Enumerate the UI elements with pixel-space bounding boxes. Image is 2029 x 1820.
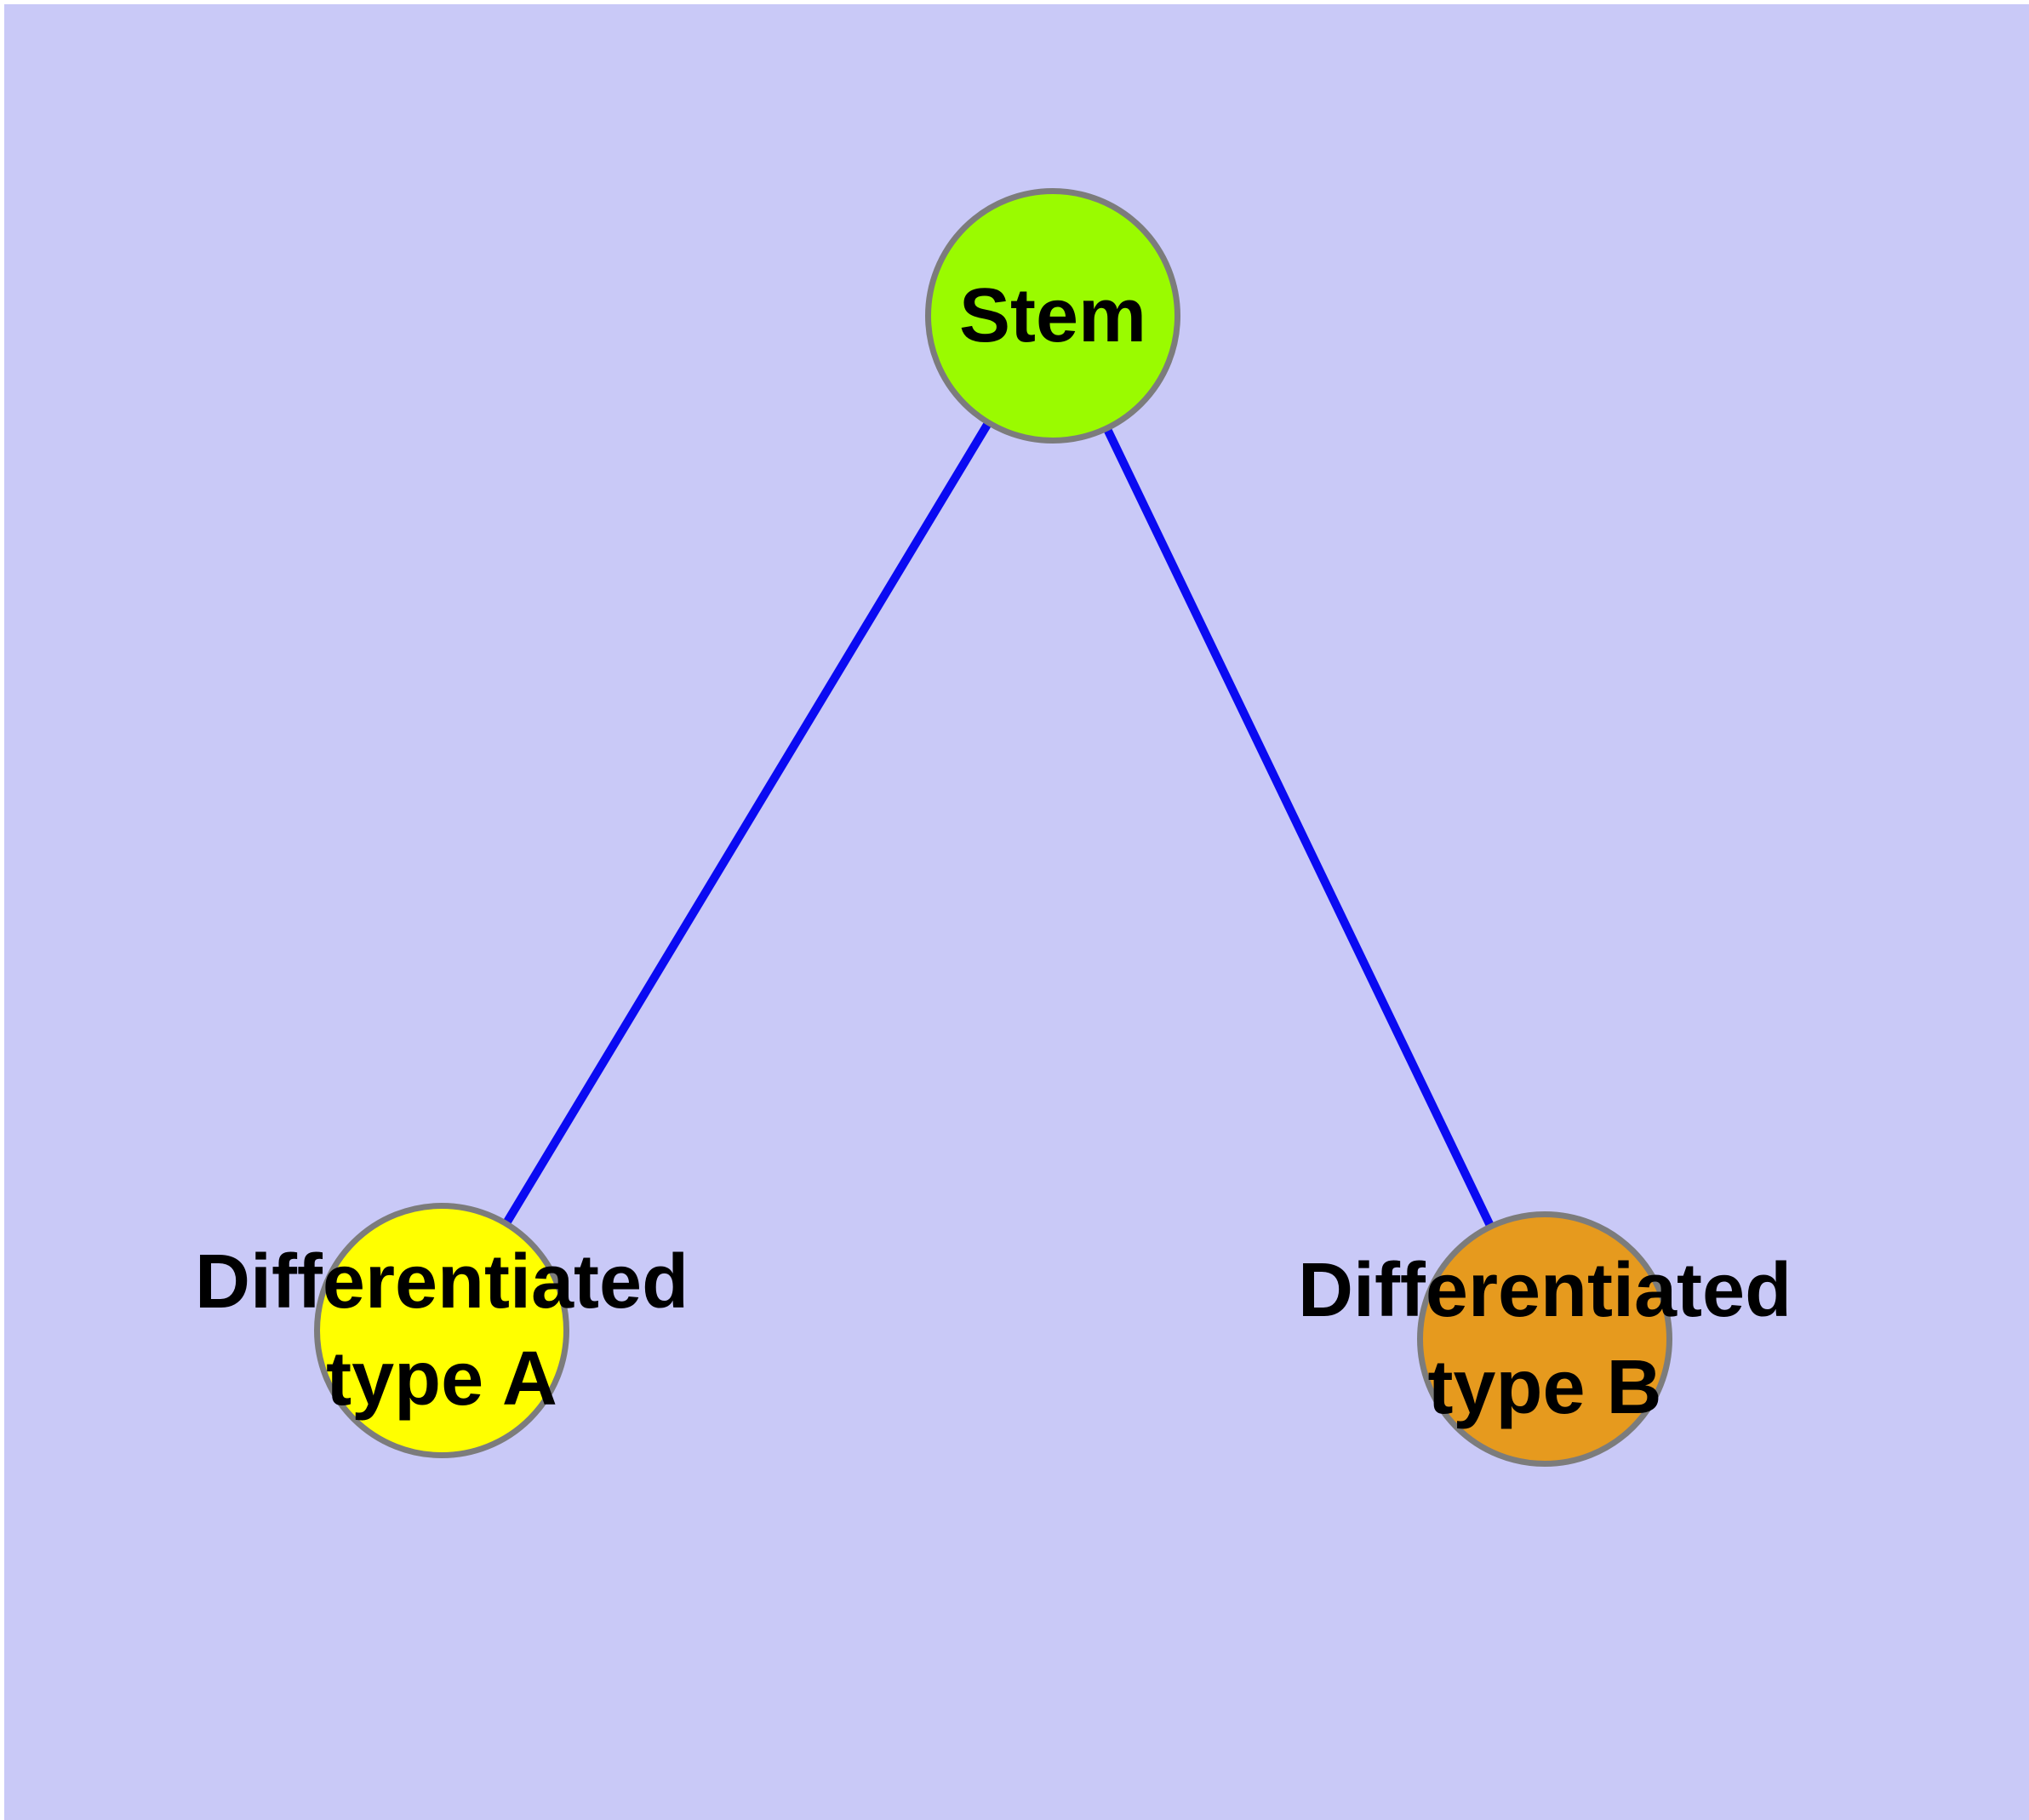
node-label-type-a: Differentiated type A <box>194 1239 689 1422</box>
node-label-stem: Stem <box>958 273 1147 358</box>
node-type-a <box>314 1203 569 1458</box>
node-type-b <box>1417 1211 1672 1467</box>
edge-stem-type-a <box>437 313 1057 1333</box>
edge-stem-type-b <box>1049 313 1549 1342</box>
node-stem <box>925 188 1180 444</box>
node-label-type-b: Differentiated type B <box>1297 1248 1792 1430</box>
